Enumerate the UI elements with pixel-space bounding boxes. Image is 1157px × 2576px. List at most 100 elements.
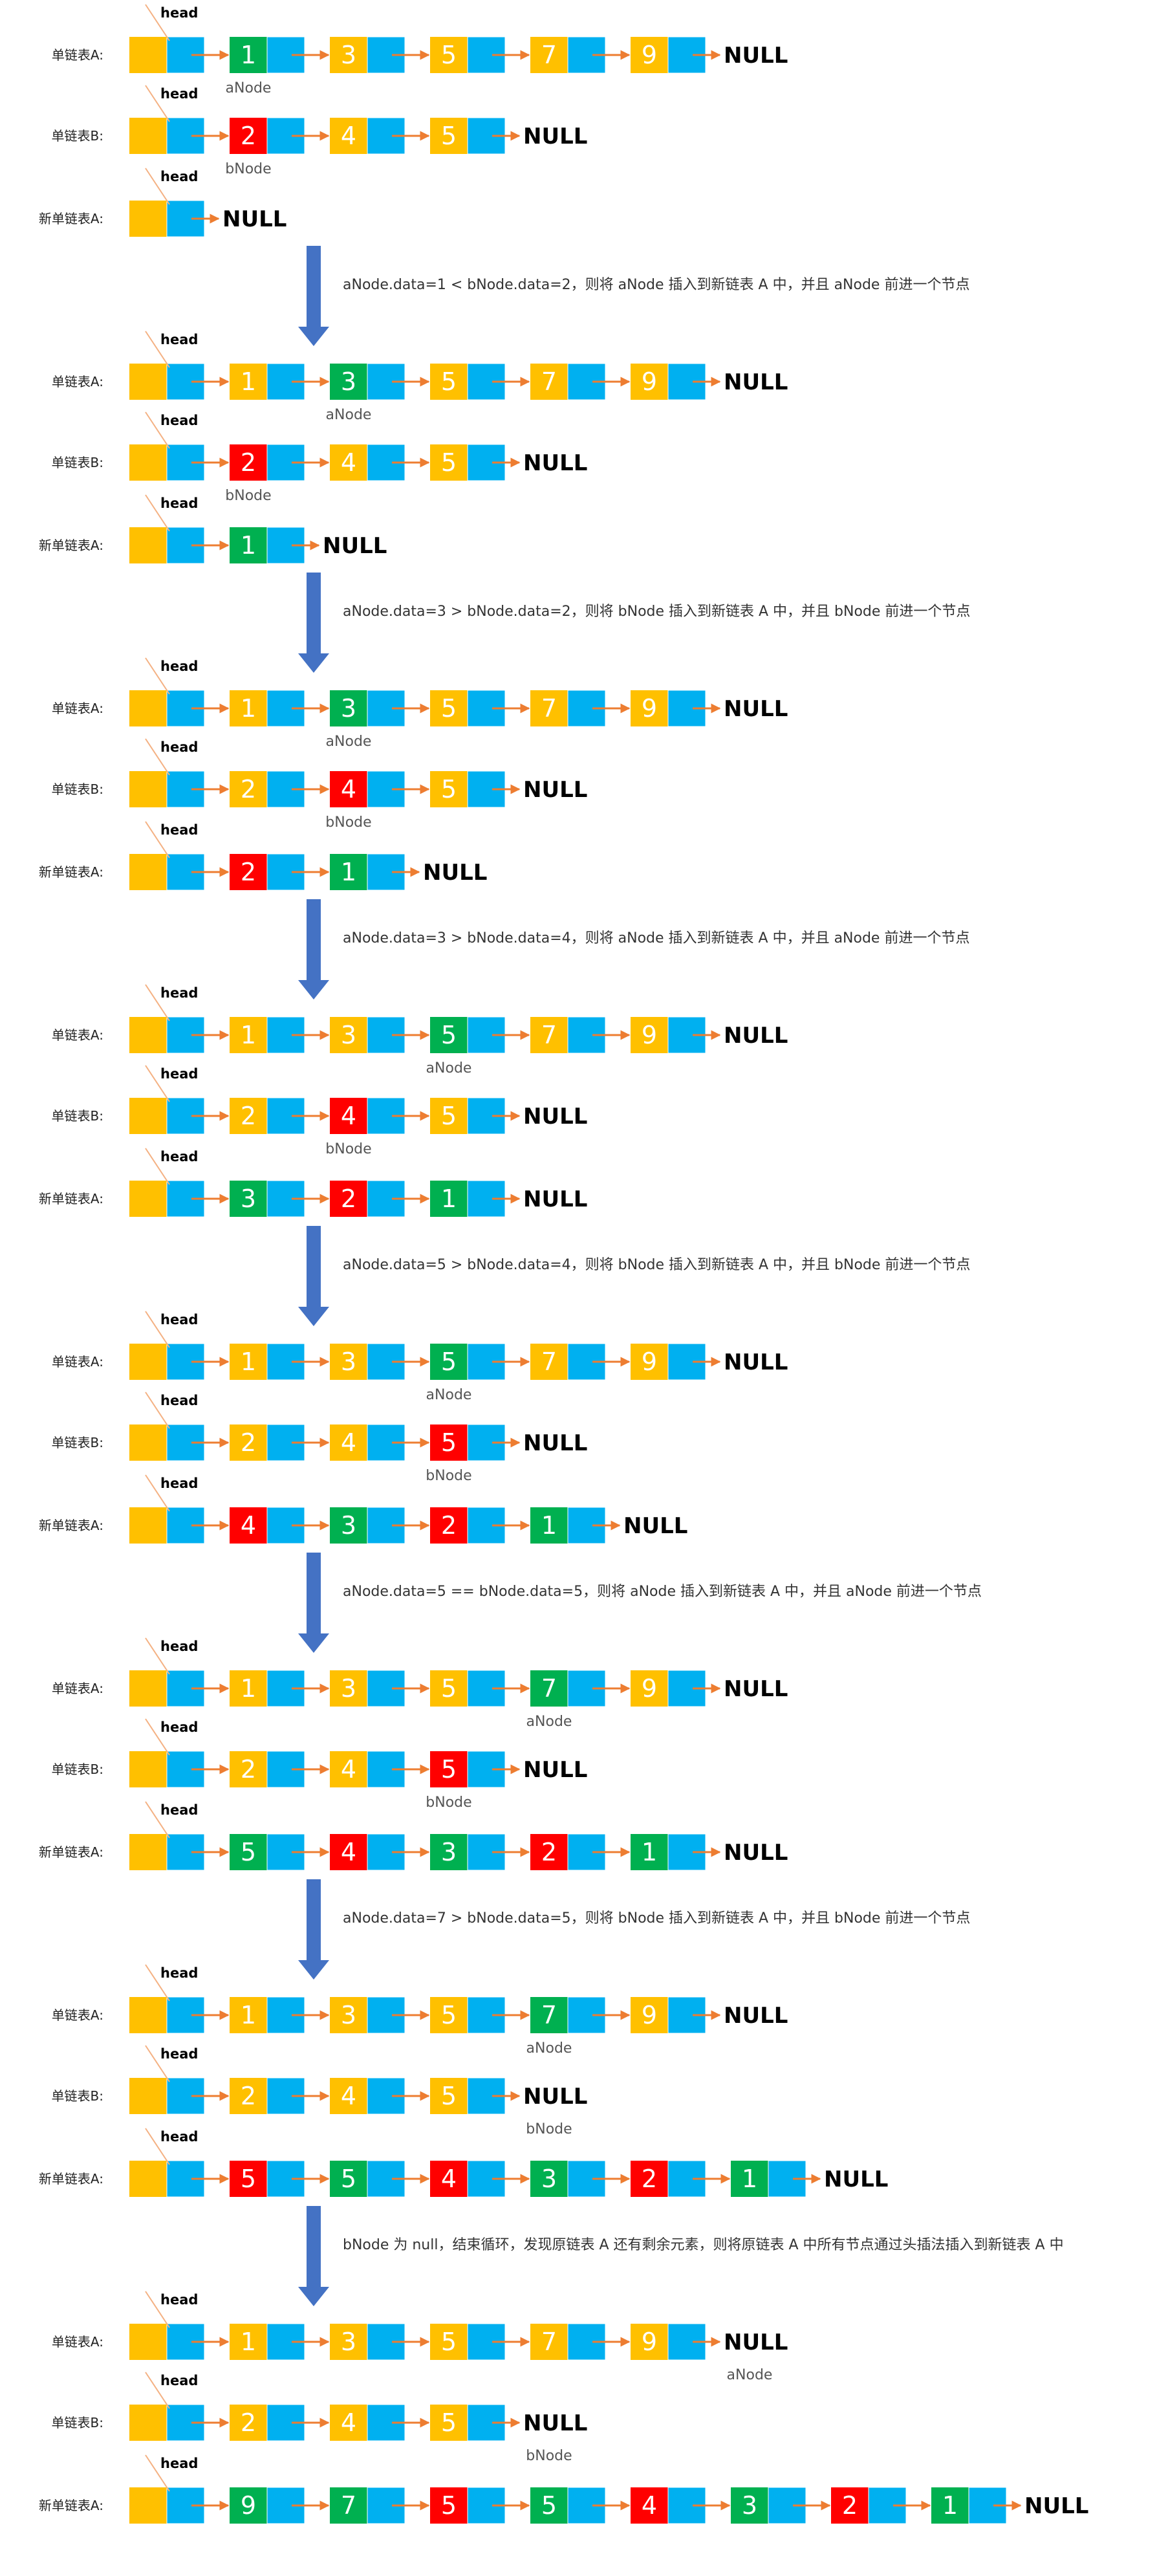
node-data-field: [230, 1507, 267, 1544]
head-label: head: [160, 2046, 198, 2062]
node-data-field: [530, 1997, 568, 2033]
list-node: 3: [330, 2323, 405, 2361]
list-node: 3: [230, 1180, 305, 1217]
head-label: head: [160, 1312, 198, 1327]
node-value: 2: [241, 858, 256, 886]
node-data-field: [230, 2161, 267, 2197]
node-data-field: [631, 1670, 668, 1707]
node-data-field: [230, 1751, 267, 1787]
node-data-field: [330, 1344, 367, 1380]
node-data-field: [230, 444, 267, 481]
node-value: 3: [341, 694, 356, 723]
row-label: 单链表B:: [52, 781, 103, 797]
list-node: 1: [330, 853, 405, 891]
node-value: 1: [642, 1838, 657, 1866]
node-data-field: [731, 2487, 768, 2524]
node-data-field: [430, 2161, 468, 2197]
node-value: 5: [441, 2082, 457, 2110]
node-value: 5: [541, 2491, 557, 2520]
head-node: [129, 2077, 205, 2115]
node-value: 1: [241, 41, 256, 69]
head-node: [129, 1343, 205, 1381]
node-value: 1: [341, 858, 356, 886]
list-node: 2: [530, 1833, 606, 1871]
node-data-field: [330, 118, 367, 154]
anode-pointer-label: aNode: [526, 2040, 572, 2057]
merge-step: aNode.data=5 == bNode.data=5，则将 aNode 插入…: [39, 1553, 982, 1871]
node-data-field: [330, 2487, 367, 2524]
head-node: [129, 1424, 205, 1461]
node-value: 2: [341, 1184, 356, 1213]
node-value: 2: [541, 1838, 557, 1866]
node-data-field: [631, 1834, 668, 1870]
node-value: 2: [241, 1428, 256, 1457]
node-value: 2: [241, 2082, 256, 2110]
node-data-field: [430, 37, 468, 73]
list-node: 4: [330, 770, 405, 808]
node-data-field: [330, 444, 367, 481]
node-value: 4: [341, 1102, 356, 1130]
node-data-field: [631, 2161, 668, 2197]
node-value: 2: [241, 1102, 256, 1130]
node-value: 4: [341, 448, 356, 477]
node-value: 9: [642, 1021, 657, 1049]
head-data-field: [129, 1181, 167, 1217]
node-value: 3: [341, 1348, 356, 1376]
head-label: head: [160, 1719, 198, 1735]
list-node: 4: [330, 444, 405, 481]
list-node: 9: [631, 690, 706, 727]
row-label: 新单链表A:: [39, 211, 103, 226]
head-label: head: [160, 2456, 198, 2471]
head-data-field: [129, 201, 167, 237]
node-value: 4: [441, 2165, 457, 2193]
node-value: 9: [642, 2328, 657, 2356]
list-node: 5: [430, 690, 506, 727]
node-value: 5: [341, 2165, 356, 2193]
anode-pointer-label: aNode: [426, 1060, 472, 1076]
node-data-field: [530, 690, 568, 726]
node-data-field: [430, 1017, 468, 1053]
node-data-field: [530, 364, 568, 400]
list-node: 3: [530, 2160, 606, 2198]
node-data-field: [330, 1751, 367, 1787]
node-data-field: [230, 1181, 267, 1217]
list-node: 4: [330, 1097, 405, 1135]
node-value: 5: [441, 1102, 457, 1130]
row-label: 新单链表A:: [39, 538, 103, 553]
step-arrow-head-icon: [298, 653, 329, 673]
node-value: 5: [441, 41, 457, 69]
list-node: 4: [430, 2160, 506, 2198]
list-node: 1: [430, 1180, 506, 1217]
list-node: 4: [330, 1751, 405, 1788]
list-node: 3: [330, 1670, 405, 1707]
head-label: head: [160, 1476, 198, 1491]
head-data-field: [129, 444, 167, 481]
list-node: 4: [330, 1833, 405, 1871]
step-arrow-icon: [307, 1226, 321, 1308]
head-pointer: [145, 4, 170, 41]
list-node: 7: [530, 36, 606, 74]
node-data-field: [230, 1098, 267, 1134]
step-arrow-head-icon: [298, 2287, 329, 2306]
head-pointer: [145, 1718, 170, 1756]
node-value: 2: [241, 1755, 256, 1784]
head-node: [129, 770, 205, 808]
node-value: 7: [541, 1674, 557, 1703]
node-value: 4: [341, 1428, 356, 1457]
node-data-field: [430, 2324, 468, 2360]
node-data-field: [430, 2078, 468, 2114]
head-pointer: [145, 821, 170, 858]
node-data-field: [430, 1098, 468, 1134]
node-value: 5: [441, 775, 457, 803]
bnode-pointer-label: bNode: [225, 488, 271, 504]
node-value: 5: [441, 694, 457, 723]
null-label: NULL: [724, 2003, 788, 2029]
node-value: 3: [341, 1511, 356, 1540]
node-data-field: [230, 118, 267, 154]
